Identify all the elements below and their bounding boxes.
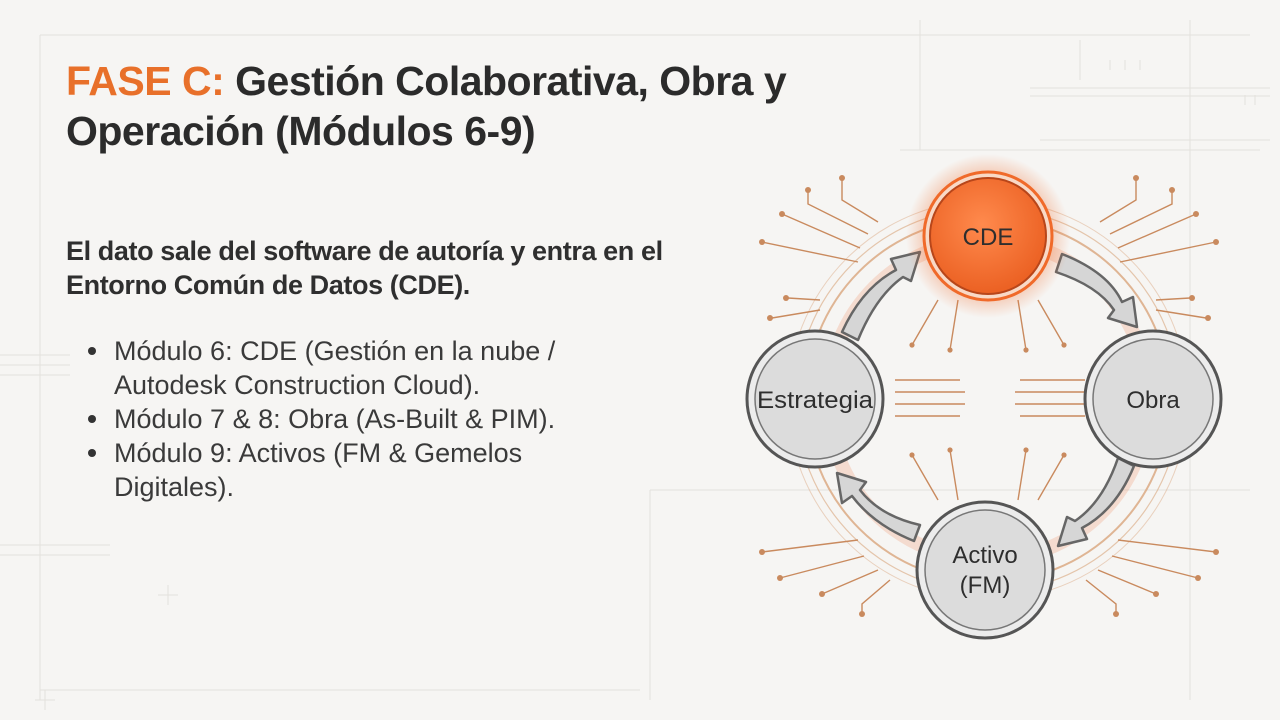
node-activo: Activo (FM) <box>915 500 1055 640</box>
title-phase-label: FASE C: <box>66 58 225 104</box>
cycle-arrows <box>835 250 1139 548</box>
list-item-text: Módulo 9: Activos (FM & Gemelos Digitale… <box>114 438 523 502</box>
node-label: Obra <box>1126 387 1180 414</box>
bullet-icon <box>88 415 96 423</box>
list-item-text: Módulo 6: CDE (Gestión en la nube / Auto… <box>114 336 556 400</box>
list-item: Módulo 9: Activos (FM & Gemelos Digitale… <box>88 436 628 504</box>
arrow-activo-to-estrategia-icon <box>835 471 922 543</box>
node-estrategia: Estrategia <box>745 329 885 469</box>
node-label: Estrategia <box>757 387 874 414</box>
list-item: Módulo 6: CDE (Gestión en la nube / Auto… <box>88 334 628 402</box>
bullet-icon <box>88 347 96 355</box>
slide-title: FASE C: Gestión Colaborativa, Obra y Ope… <box>66 56 846 156</box>
node-label: Activo <box>952 542 1017 569</box>
arrow-estrategia-to-cde-icon <box>840 250 922 342</box>
arrow-obra-to-activo-icon <box>1056 456 1136 548</box>
arrow-cde-to-obra-icon <box>1054 252 1139 329</box>
node-cde: CDE <box>906 154 1070 318</box>
title-text: Gestión Colaborativa, Obra y Operación (… <box>66 58 787 154</box>
node-label: (FM) <box>960 572 1011 599</box>
node-obra: Obra <box>1083 329 1223 469</box>
module-list: Módulo 6: CDE (Gestión en la nube / Auto… <box>88 334 628 504</box>
lead-paragraph: El dato sale del software de autoría y e… <box>66 236 663 300</box>
list-item: Módulo 7 & 8: Obra (As-Built & PIM). <box>88 402 628 436</box>
list-item-text: Módulo 7 & 8: Obra (As-Built & PIM). <box>114 404 556 434</box>
bullet-icon <box>88 449 96 457</box>
node-label: CDE <box>963 224 1014 251</box>
